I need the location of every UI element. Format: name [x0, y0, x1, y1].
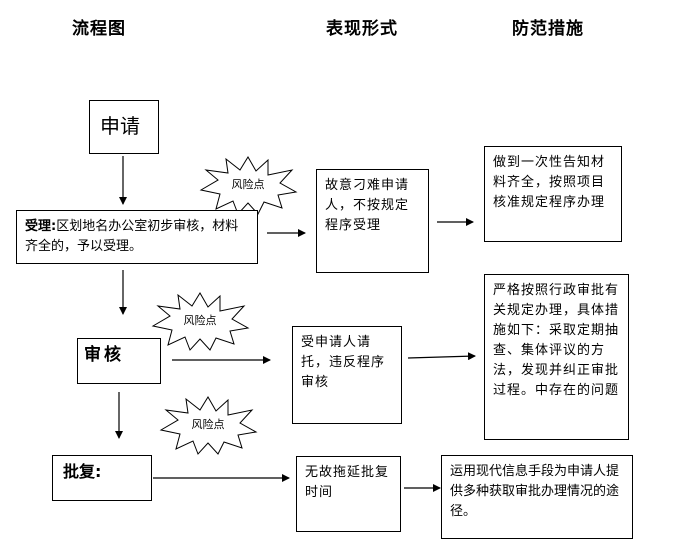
step-approve-label: 批复:	[63, 462, 102, 481]
step-review: 审核	[77, 338, 161, 384]
step-accept: 受理:区划地名办公室初步审核，材料齐全的，予以受理。	[16, 210, 258, 264]
prevent-2-text: 严格按照行政审批有关规定办理，具体措施如下：采取定期抽查、集体评议的方法，发现并…	[493, 283, 620, 398]
step-accept-desc: 区划地名办公室初步审核，材料齐全的，予以受理。	[25, 219, 239, 254]
arrow-manifest-to-prevent-2	[407, 352, 476, 361]
step-review-label: 审核	[84, 345, 124, 365]
manifest-3-text: 无故拖延批复时间	[305, 465, 390, 500]
step-apply-label: 申请	[100, 114, 140, 138]
risk-burst-3: 风险点	[159, 396, 258, 455]
step-apply: 申请	[89, 100, 159, 154]
header-prevention: 防范措施	[512, 19, 584, 39]
prevent-1-text: 做到一次性告知材料齐全，按照项目核准规定程序办理	[493, 155, 606, 210]
prevent-3: 运用现代信息手段为申请人提供多种获取审批办理情况的途径。	[441, 455, 633, 539]
step-approve: 批复:	[52, 455, 152, 501]
prevent-2: 严格按照行政审批有关规定办理，具体措施如下：采取定期抽查、集体评议的方法，发现并…	[484, 274, 629, 440]
risk-burst-1: 风险点	[199, 156, 298, 215]
risk-label: 风险点	[192, 417, 225, 431]
manifest-2-text: 受申请人请托，违反程序审核	[301, 335, 386, 390]
risk-label: 风险点	[184, 313, 217, 327]
risk-burst-2: 风险点	[151, 292, 250, 351]
prevent-3-text: 运用现代信息手段为申请人提供多种获取审批办理情况的途径。	[450, 464, 620, 519]
manifest-1: 故意刁难申请人，不按规定程序受理	[316, 169, 429, 273]
step-accept-title: 受理:	[25, 219, 57, 234]
header-manifestation: 表现形式	[326, 19, 398, 39]
prevent-1: 做到一次性告知材料齐全，按照项目核准规定程序办理	[484, 146, 622, 242]
manifest-3: 无故拖延批复时间	[296, 456, 401, 532]
header-flowchart: 流程图	[72, 19, 126, 39]
manifest-1-text: 故意刁难申请人，不按规定程序受理	[325, 178, 410, 233]
manifest-2: 受申请人请托，违反程序审核	[292, 326, 402, 424]
risk-label: 风险点	[232, 177, 265, 191]
